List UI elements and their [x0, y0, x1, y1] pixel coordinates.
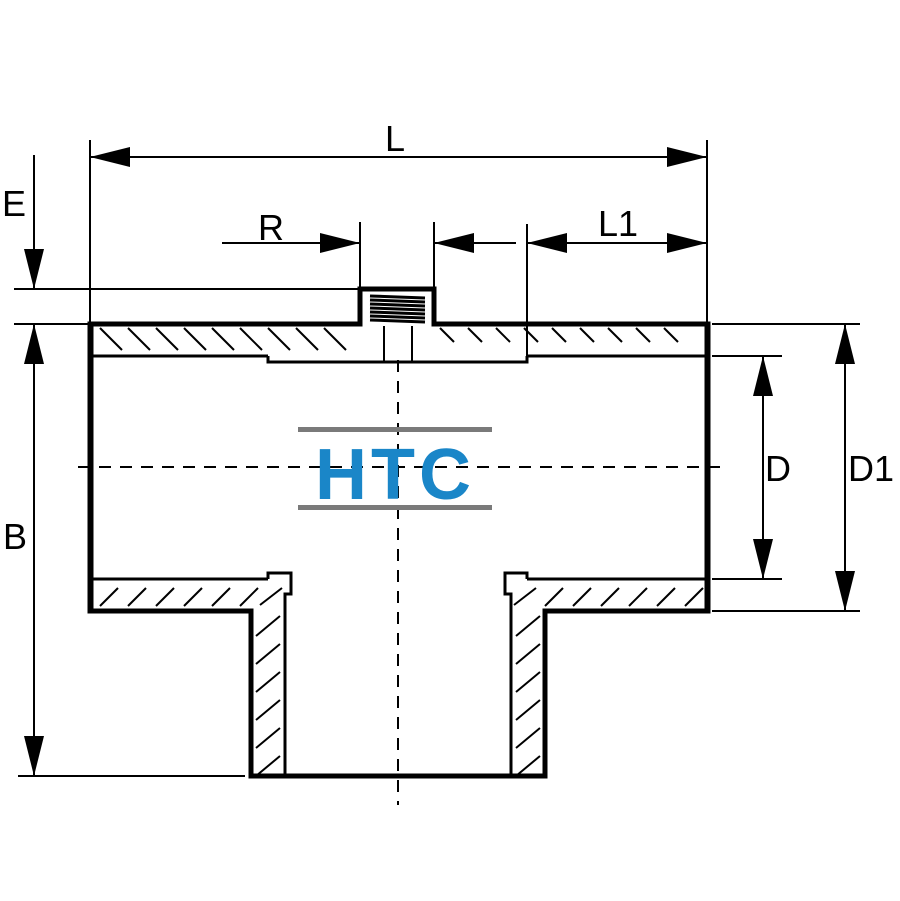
hatch-line — [515, 699, 541, 721]
dimension-lines — [14, 140, 860, 777]
hatch-line — [515, 615, 541, 637]
hatch-line — [99, 587, 119, 607]
dimension-labels: L R L1 E B D D1 — [2, 118, 894, 557]
hatch-line — [607, 327, 623, 343]
section-hatching — [99, 327, 704, 777]
thread-line — [369, 310, 426, 316]
thread-line — [369, 294, 426, 300]
hatch-line — [183, 587, 203, 607]
hatch-line — [684, 587, 704, 607]
hatch-line — [579, 327, 595, 343]
hatch-line — [255, 699, 281, 721]
hatch-line — [515, 671, 541, 693]
hatch-line — [255, 755, 281, 777]
hatch-line — [600, 587, 620, 607]
hatch-line — [515, 643, 541, 665]
hatch-line — [628, 587, 648, 607]
hatch-line — [127, 587, 147, 607]
hatch-line — [513, 587, 537, 606]
hatch-line — [656, 587, 676, 607]
hatch-line — [467, 327, 483, 343]
hatch-line — [239, 327, 263, 351]
hatch-line — [439, 327, 455, 343]
hatch-line — [663, 327, 679, 343]
hatch-line — [515, 727, 541, 749]
hatch-line — [259, 587, 283, 606]
label-E: E — [2, 183, 26, 224]
hatch-line — [267, 327, 291, 351]
hatch-line — [183, 327, 207, 351]
hatch-line — [255, 671, 281, 693]
hatch-line — [211, 327, 235, 351]
center-lines — [78, 360, 725, 805]
hatch-line — [255, 727, 281, 749]
thread-line — [369, 318, 426, 324]
logo-bottom-bar — [298, 505, 492, 510]
htc-logo: HTC — [298, 427, 492, 515]
branch-socket-right — [503, 571, 529, 774]
thread-line — [369, 314, 426, 320]
hatch-line — [495, 327, 511, 343]
main-bore-recess — [266, 356, 529, 364]
hatch-line — [295, 327, 319, 351]
hatch-line — [211, 587, 231, 607]
hatch-line — [572, 587, 592, 607]
label-D: D — [765, 448, 791, 489]
logo-top-bar — [298, 427, 492, 432]
label-R: R — [258, 207, 284, 248]
logo-text: HTC — [315, 435, 475, 515]
branch-socket-left — [266, 571, 293, 774]
hatch-line — [544, 587, 564, 607]
hatch-line — [155, 327, 179, 351]
hatch-line — [239, 587, 259, 607]
hatch-line — [127, 327, 151, 351]
label-D1: D1 — [848, 448, 894, 489]
thread-line — [369, 302, 426, 308]
threaded-port — [369, 294, 426, 362]
label-B: B — [3, 516, 27, 557]
hatch-line — [255, 615, 281, 637]
port-threads — [369, 294, 426, 324]
thread-line — [369, 306, 426, 312]
label-L: L — [385, 118, 405, 159]
hatch-line — [323, 327, 347, 351]
thread-line — [369, 298, 426, 304]
hatch-line — [635, 327, 651, 343]
hatch-line — [515, 755, 541, 777]
hatch-line — [99, 327, 123, 351]
hatch-line — [255, 643, 281, 665]
hatch-line — [551, 327, 567, 343]
label-L1: L1 — [598, 203, 638, 244]
hatch-line — [155, 587, 175, 607]
